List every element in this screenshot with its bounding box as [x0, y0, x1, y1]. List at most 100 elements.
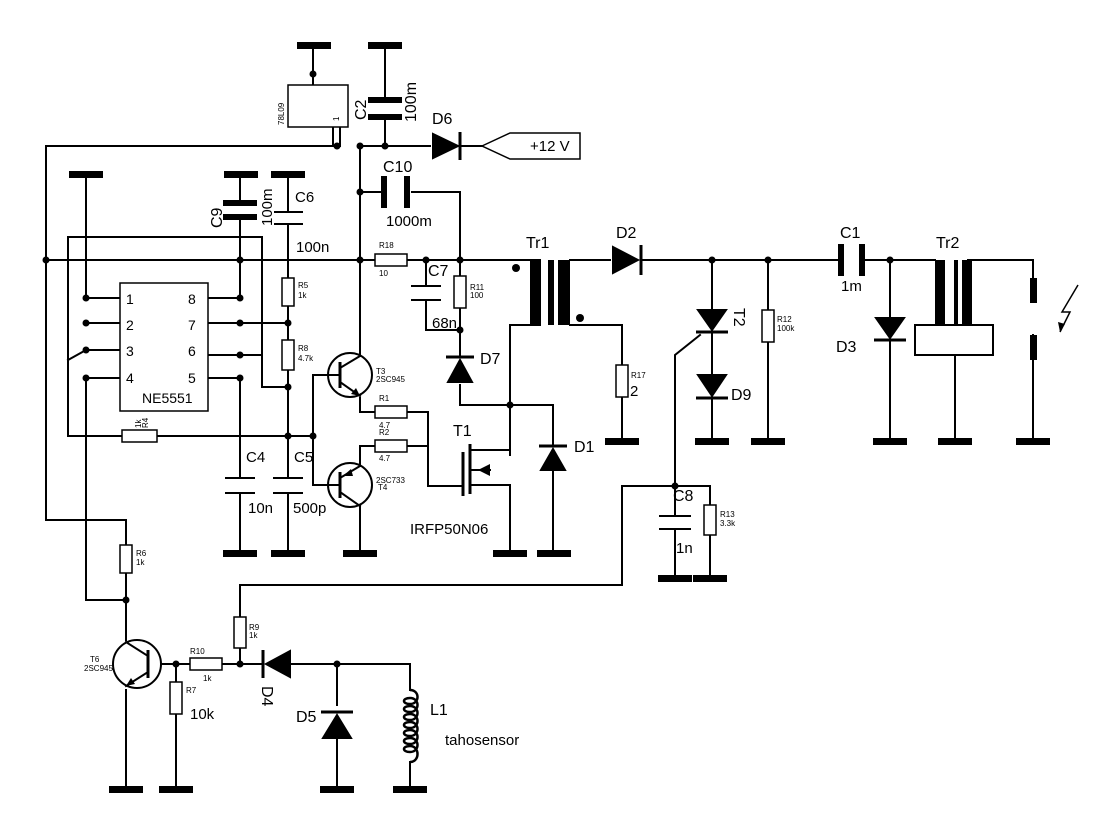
transformer-tr1: Tr1: [526, 235, 570, 325]
diode-d7: D7: [446, 351, 501, 383]
r13-value: 3.3k: [720, 519, 736, 528]
ground-symbol: [1016, 438, 1050, 445]
junction-dot: [356, 188, 364, 196]
transistor-t4: T4 2SC733: [327, 462, 405, 508]
thyristor-t2: T2: [696, 308, 747, 334]
capacitor-c4: C4 10n: [225, 449, 273, 517]
d3-ref: D3: [836, 339, 857, 356]
ic-pin-3: 3: [126, 343, 134, 359]
r11-value: 100: [470, 291, 484, 300]
supply-input: +12 V: [480, 132, 581, 160]
r13-ref: R13: [720, 510, 735, 519]
ground-symbol: [658, 575, 692, 582]
junction-dot: [356, 256, 364, 264]
t6-part: 2SC945: [84, 664, 113, 673]
voltage-regulator: 78L09 1: [277, 84, 349, 128]
tr2-ref: Tr2: [936, 235, 960, 252]
junction-dot: [236, 374, 244, 382]
resistor-r10: R10 1k: [189, 647, 223, 683]
ground-symbol: [537, 550, 571, 557]
c4-value: 10n: [248, 500, 273, 517]
regulator-pin-label: 1: [332, 116, 341, 121]
ground-symbol: [605, 438, 639, 445]
ic-pin-8: 8: [188, 291, 196, 307]
r4-ref: R4: [141, 417, 150, 428]
r7-ref: R7: [186, 686, 197, 695]
r17-ref: R17: [631, 371, 646, 380]
r8-value: 4.7k: [298, 354, 314, 363]
r18-value: 10: [379, 269, 388, 278]
c9-ref: C9: [209, 207, 226, 228]
ground-symbol: [368, 42, 402, 49]
ic-body: [119, 282, 209, 412]
resistor-r7: R7 10k: [169, 681, 215, 723]
r11-ref: R11: [470, 283, 485, 292]
ground-symbol: [224, 171, 258, 178]
diode-d6: D6: [432, 111, 483, 160]
ic-label: NE5551: [142, 390, 193, 406]
capacitor-c10: C10 1000m: [381, 159, 432, 230]
l1-name: tahosensor: [445, 732, 519, 749]
d7-ref: D7: [480, 351, 501, 368]
c1-value: 1m: [841, 278, 862, 295]
r2-value: 4.7: [379, 454, 391, 463]
spark-icon: [1058, 322, 1065, 332]
c8-value: 1n: [676, 540, 693, 557]
resistor-r17: R17 2: [615, 364, 646, 400]
tr1-ref: Tr1: [526, 235, 550, 252]
regulator-body: [287, 84, 349, 128]
t1-ref: T1: [453, 423, 472, 440]
junction-dot: [381, 142, 389, 150]
junction-dot: [886, 256, 894, 264]
diode-d2: D2: [612, 225, 643, 275]
ground-symbol: [693, 575, 727, 582]
junction-dot: [506, 401, 514, 409]
c7-ref: C7: [428, 263, 449, 280]
transistor-t3: T3 2SC945: [327, 352, 405, 398]
diode-d4: D4: [258, 649, 291, 707]
junction-dot: [42, 256, 50, 264]
capacitor-c7: C7 68n: [411, 263, 457, 332]
transistor-t6: T6 2SC945: [84, 639, 162, 689]
junction-dot: [456, 256, 464, 264]
r1-value: 4.7: [379, 421, 391, 430]
c2-value: 100m: [403, 82, 420, 122]
c6-ref: C6: [295, 189, 314, 206]
capacitor-c9: C9 100m: [209, 188, 276, 228]
r5-value: 1k: [298, 291, 307, 300]
ground-symbol: [695, 438, 729, 445]
inductor-l1: L1 tahosensor: [402, 688, 519, 764]
junction-dot: [708, 256, 716, 264]
junction-dot: [82, 294, 90, 302]
transformer-tr2: Tr2: [914, 235, 994, 356]
c8-ref: C8: [673, 488, 694, 505]
ground-symbols: [69, 42, 1050, 793]
d1-ref: D1: [574, 439, 595, 456]
ground-symbol: [223, 550, 257, 557]
capacitor-c2: C2 100m: [353, 82, 420, 122]
d4-ref: D4: [258, 686, 275, 707]
wires: [45, 45, 1034, 789]
ground-symbol: [159, 786, 193, 793]
ground-symbol: [297, 42, 331, 49]
junction-dot: [284, 432, 292, 440]
r6-ref: R6: [136, 549, 147, 558]
mosfet-t1: T1 IRFP50N06: [410, 423, 490, 538]
winding-phase-dot: [576, 314, 584, 322]
junction-dot: [236, 351, 244, 359]
d9-ref: D9: [731, 387, 752, 404]
junction-dots: [42, 70, 894, 668]
spark-gap: [1030, 278, 1079, 360]
ground-symbol: [938, 438, 972, 445]
resistor-r12: R12 100k: [761, 309, 795, 343]
junction-dot: [82, 346, 90, 354]
ic-pin-2: 2: [126, 317, 134, 333]
r9-value: 1k: [249, 631, 258, 640]
ic-pin-1: 1: [126, 291, 134, 307]
junction-dot: [422, 256, 430, 264]
resistor-r1: R1 4.7: [374, 394, 408, 430]
r5-ref: R5: [298, 281, 309, 290]
junction-dot: [236, 256, 244, 264]
diode-d3: D3: [836, 317, 906, 356]
